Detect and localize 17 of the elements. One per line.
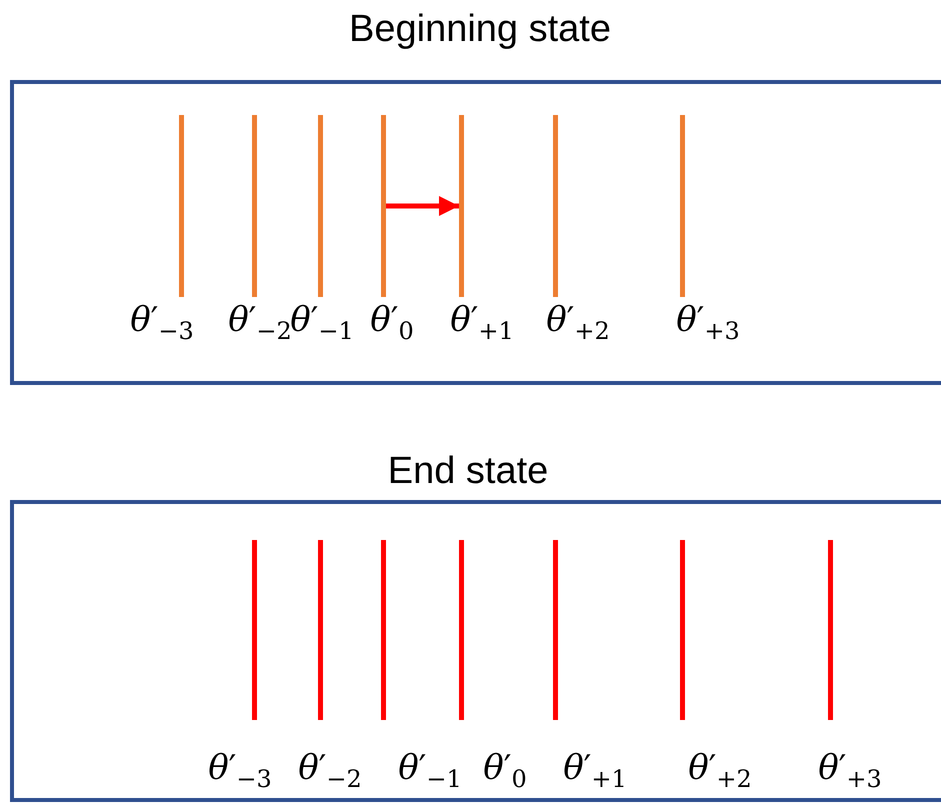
line-label: θ′$_{−3}$ bbox=[130, 300, 194, 345]
line-label: θ′$_{−2}$ bbox=[298, 748, 362, 793]
line-label: θ′$_{−2}$ bbox=[228, 300, 292, 345]
line-label: θ′$_{+1}$ bbox=[450, 300, 514, 345]
line-label: θ′$_{+1}$ bbox=[563, 748, 627, 793]
line-label: θ′$_{+3}$ bbox=[676, 300, 740, 345]
line-label: θ′$_{−1}$ bbox=[290, 300, 354, 345]
line-label: θ′$_{−3}$ bbox=[208, 748, 272, 793]
line-label: θ′$_{0}$ bbox=[483, 748, 527, 793]
panel-title: End state bbox=[388, 450, 548, 493]
line-label: θ′$_{+2}$ bbox=[688, 748, 752, 793]
panel-title: Beginning state bbox=[349, 8, 611, 51]
line-label: θ′$_{−1}$ bbox=[398, 748, 462, 793]
line-label: θ′$_{0}$ bbox=[370, 300, 414, 345]
line-label: θ′$_{+2}$ bbox=[546, 300, 610, 345]
line-label: θ′$_{+3}$ bbox=[818, 748, 882, 793]
arrow bbox=[386, 196, 459, 216]
